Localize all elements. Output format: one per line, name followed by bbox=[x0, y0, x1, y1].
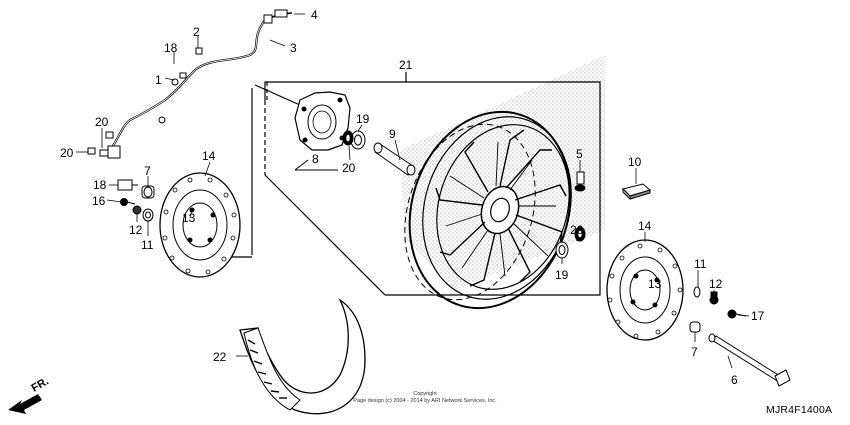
right-brake-disc bbox=[606, 239, 684, 341]
wheel-rim bbox=[404, 110, 572, 310]
copyright-line-1: Copyright bbox=[413, 391, 437, 397]
copyright-notice: Copyright Page design (c) 2004 - 2014 by… bbox=[330, 391, 520, 405]
callout-4: 4 bbox=[311, 8, 318, 22]
left-fasteners bbox=[117, 179, 155, 222]
callout-11-left: 11 bbox=[141, 238, 154, 252]
callout-labels: 4 3 2 18 1 20 20 18 16 7 12 11 13 14 21 … bbox=[60, 8, 765, 387]
callout-1: 1 bbox=[155, 73, 162, 87]
direction-label: FR. bbox=[30, 375, 51, 394]
air-valve bbox=[574, 171, 586, 192]
callout-20-lower: 20 bbox=[60, 146, 74, 160]
callout-21: 21 bbox=[399, 58, 413, 72]
callout-3: 3 bbox=[290, 41, 297, 55]
callout-5: 5 bbox=[576, 147, 583, 161]
callout-15-right: 17 bbox=[751, 309, 765, 323]
callout-6: 6 bbox=[731, 373, 738, 387]
callout-17: 18 bbox=[93, 178, 107, 192]
right-fasteners bbox=[689, 286, 747, 333]
diagram-code: MJR4F1400A bbox=[766, 404, 833, 416]
callout-13-left: 13 bbox=[182, 211, 196, 225]
tire bbox=[239, 298, 366, 415]
right-bearing-seal bbox=[555, 226, 586, 259]
callout-7-right: 7 bbox=[691, 345, 698, 359]
callout-15-left: 16 bbox=[92, 194, 106, 208]
callout-13-right: 13 bbox=[648, 277, 662, 291]
balance-weight bbox=[622, 183, 652, 201]
callout-10: 10 bbox=[628, 155, 642, 169]
distance-collar bbox=[373, 142, 416, 176]
callout-19-right: 20 bbox=[570, 223, 584, 237]
leader-lines bbox=[76, 13, 750, 369]
callout-11-right: 11 bbox=[694, 257, 707, 271]
callout-18-right: 19 bbox=[555, 268, 569, 282]
callout-12-right: 12 bbox=[709, 277, 723, 291]
callout-19-left: 20 bbox=[342, 161, 356, 175]
callout-22: 22 bbox=[213, 350, 227, 364]
front-direction-arrow: FR. bbox=[8, 375, 51, 414]
wheel-assembly-bracket bbox=[215, 72, 601, 296]
left-brake-disc bbox=[159, 172, 241, 278]
callout-14-left: 14 bbox=[202, 149, 216, 163]
callout-16: 18 bbox=[164, 41, 178, 55]
left-bearing-seal bbox=[342, 130, 366, 150]
rear-axle bbox=[708, 333, 791, 387]
cable-clamps bbox=[87, 47, 203, 155]
callout-7-left: 7 bbox=[144, 164, 151, 178]
callout-9: 9 bbox=[389, 127, 396, 141]
pulser-ring bbox=[294, 91, 351, 171]
callout-20-upper: 20 bbox=[95, 115, 109, 129]
callout-12-left: 12 bbox=[129, 223, 143, 237]
callout-18-left: 19 bbox=[356, 112, 370, 126]
callout-8: 8 bbox=[312, 152, 319, 166]
wheel-speed-sensor-cable bbox=[99, 9, 293, 159]
callout-14-right: 14 bbox=[638, 219, 652, 233]
callout-2: 2 bbox=[193, 25, 200, 39]
copyright-line-2: Page design (c) 2004 - 2014 by ARI Netwo… bbox=[353, 398, 497, 404]
